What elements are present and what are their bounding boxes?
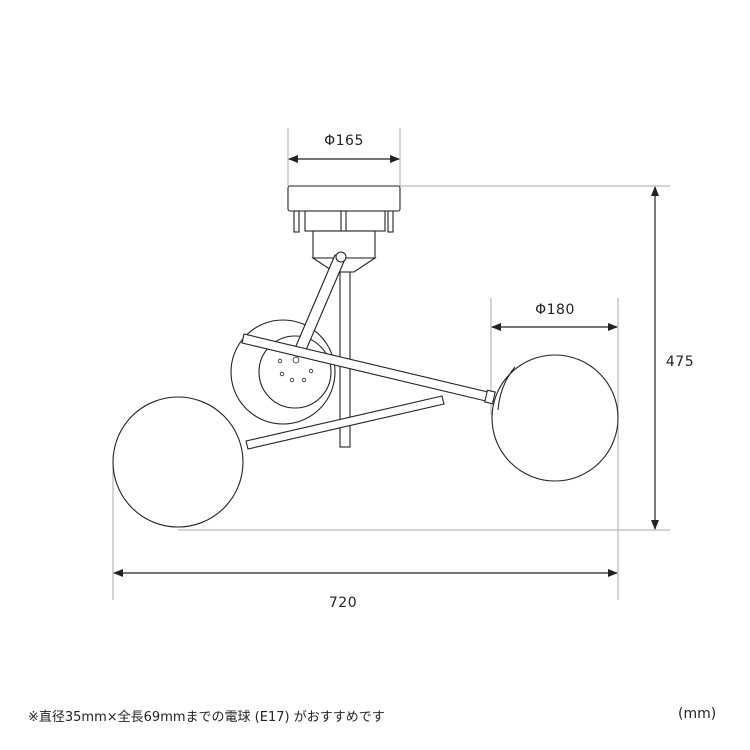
extension-lines: [112, 128, 670, 600]
lamp: [112, 185, 619, 528]
unit-label: (mm): [678, 706, 717, 722]
height-label: 475: [665, 354, 695, 370]
canopy-diameter-label: Φ165: [324, 133, 364, 149]
canopy: [287, 185, 401, 212]
globe-diameter-label: Φ180: [535, 302, 575, 318]
arm-left: [245, 395, 445, 450]
dimension-arrows: [113, 155, 659, 577]
left-globe: [112, 396, 244, 528]
right-globe: [491, 354, 619, 482]
bulb-note: ※直径35mm×全長69mmまでの電球 (E17) がおすすめです: [28, 710, 385, 725]
width-label: 720: [328, 595, 358, 611]
